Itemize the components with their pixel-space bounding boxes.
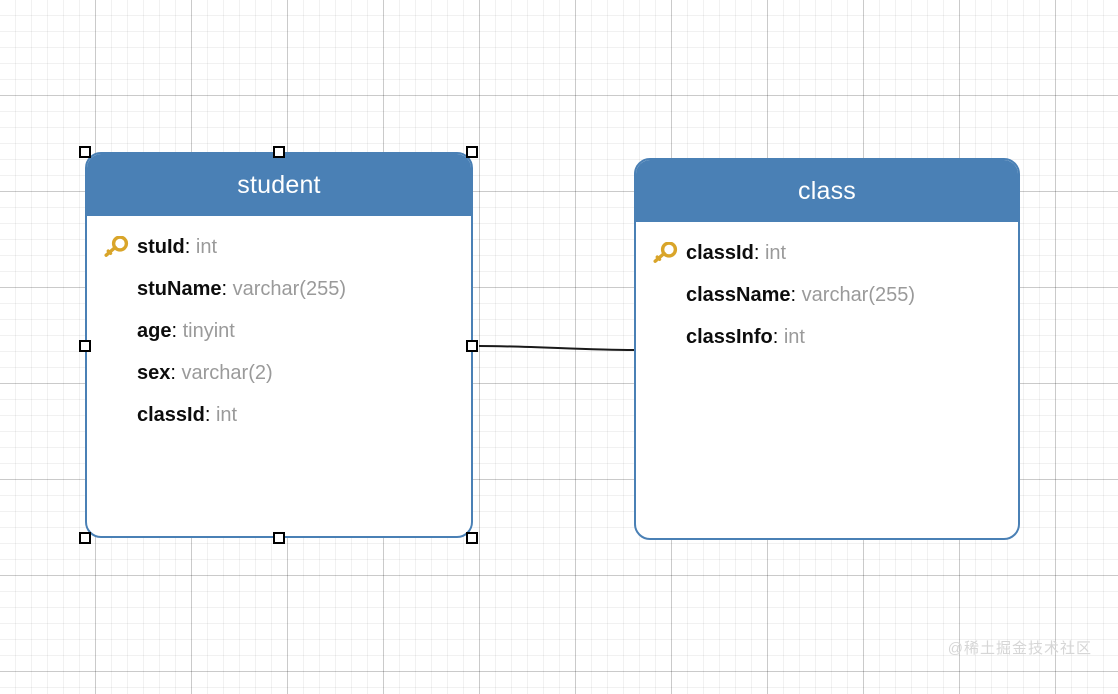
entity-student-fields: stuId: int stuName: varchar(255) age: ti…: [87, 216, 471, 436]
field-separator: :: [221, 277, 233, 300]
handle-bottom-center[interactable]: [273, 532, 285, 544]
field-type: tinyint: [182, 319, 235, 342]
field-type: int: [195, 235, 218, 258]
field-row[interactable]: classId: int: [636, 232, 1018, 274]
field-label: classId: int: [137, 404, 237, 427]
field-type: varchar(2): [181, 361, 273, 384]
field-label: classId: int: [686, 242, 786, 265]
field-type: varchar(255): [801, 283, 916, 306]
entity-class-title: class: [798, 176, 856, 205]
field-name: classInfo: [686, 325, 773, 348]
field-type: int: [783, 325, 805, 348]
field-separator: :: [753, 241, 765, 264]
handle-bottom-right[interactable]: [466, 532, 478, 544]
handle-bottom-left[interactable]: [79, 532, 91, 544]
field-name: age: [137, 319, 172, 342]
field-row[interactable]: stuName: varchar(255): [87, 268, 471, 310]
field-separator: :: [171, 319, 183, 342]
entity-class[interactable]: class classId: int: [634, 158, 1020, 540]
handle-top-right[interactable]: [466, 146, 478, 158]
field-label: className: varchar(255): [686, 284, 915, 307]
field-name: stuName: [137, 277, 222, 300]
field-separator: :: [204, 403, 216, 426]
handle-top-left[interactable]: [79, 146, 91, 158]
handle-middle-left[interactable]: [79, 340, 91, 352]
entity-student[interactable]: student stuId: int: [85, 152, 473, 538]
field-name: className: [686, 283, 791, 306]
field-separator: :: [772, 325, 784, 348]
key-icon: [652, 242, 686, 264]
field-row[interactable]: classInfo: int: [636, 316, 1018, 358]
field-label: classInfo: int: [686, 326, 805, 349]
field-label: age: tinyint: [137, 320, 235, 343]
field-name: sex: [137, 361, 171, 384]
field-row[interactable]: stuId: int: [87, 226, 471, 268]
watermark: @稀土掘金技术社区: [947, 640, 1092, 657]
field-separator: :: [170, 361, 182, 384]
field-row[interactable]: classId: int: [87, 394, 471, 436]
field-name: stuId: [137, 235, 185, 258]
handle-top-center[interactable]: [273, 146, 285, 158]
field-label: stuName: varchar(255): [137, 278, 346, 301]
field-name: classId: [686, 241, 754, 264]
field-row[interactable]: sex: varchar(2): [87, 352, 471, 394]
field-separator: :: [790, 283, 802, 306]
entity-student-title: student: [237, 170, 321, 199]
field-name: classId: [137, 403, 205, 426]
field-row[interactable]: className: varchar(255): [636, 274, 1018, 316]
field-label: stuId: int: [137, 236, 217, 259]
field-type: int: [215, 403, 238, 426]
key-icon: [103, 236, 137, 258]
field-type: int: [764, 241, 787, 264]
entity-student-header[interactable]: student: [87, 154, 471, 216]
entity-class-fields: classId: int className: varchar(255) cla…: [636, 222, 1018, 358]
handle-middle-right[interactable]: [466, 340, 478, 352]
entity-class-header[interactable]: class: [636, 160, 1018, 222]
field-row[interactable]: age: tinyint: [87, 310, 471, 352]
field-separator: :: [184, 235, 196, 258]
relationship-edge-student-class[interactable]: [478, 345, 635, 351]
field-label: sex: varchar(2): [137, 362, 273, 385]
field-type: varchar(255): [232, 277, 346, 300]
